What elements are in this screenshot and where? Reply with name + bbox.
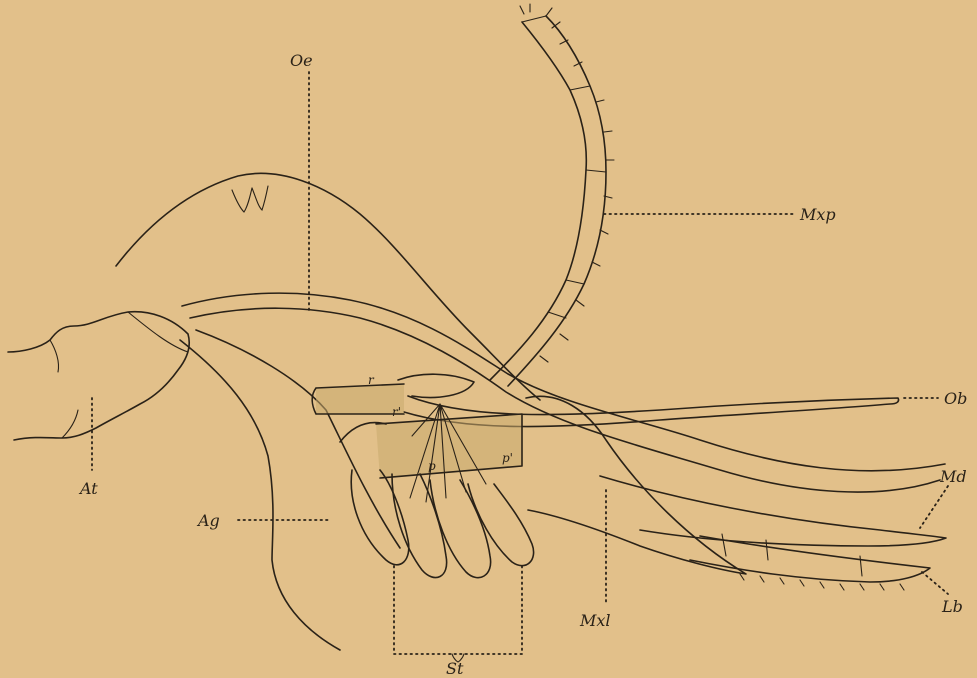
mouthparts-drawing — [8, 4, 948, 662]
maxillary-palp — [490, 16, 606, 386]
label-at: At — [78, 479, 98, 498]
ag-outline — [180, 340, 340, 650]
st-bracket — [394, 566, 522, 654]
mandible-stylet — [600, 476, 946, 546]
label-ag: Ag — [196, 511, 220, 530]
st-lobes — [351, 470, 533, 578]
labium-stylet — [690, 536, 930, 582]
label-md: Md — [939, 467, 967, 486]
label-mxl: Mxl — [579, 611, 611, 630]
label-p: p — [428, 459, 436, 473]
leader-md — [920, 486, 948, 528]
label-r-prime: r' — [392, 405, 401, 419]
muscle-bundle — [312, 374, 522, 502]
label-lb: Lb — [941, 597, 963, 616]
head-outline — [116, 173, 540, 400]
leader-lb — [922, 572, 948, 594]
label-oe: Oe — [290, 51, 313, 70]
label-mxp: Mxp — [799, 205, 836, 224]
ag-inner-outline — [196, 330, 400, 548]
label-ob: Ob — [944, 389, 967, 408]
label-st: St — [446, 659, 464, 678]
antenna-base — [8, 312, 189, 440]
maxilla-blade — [526, 396, 746, 574]
label-p-prime: p' — [502, 451, 513, 465]
